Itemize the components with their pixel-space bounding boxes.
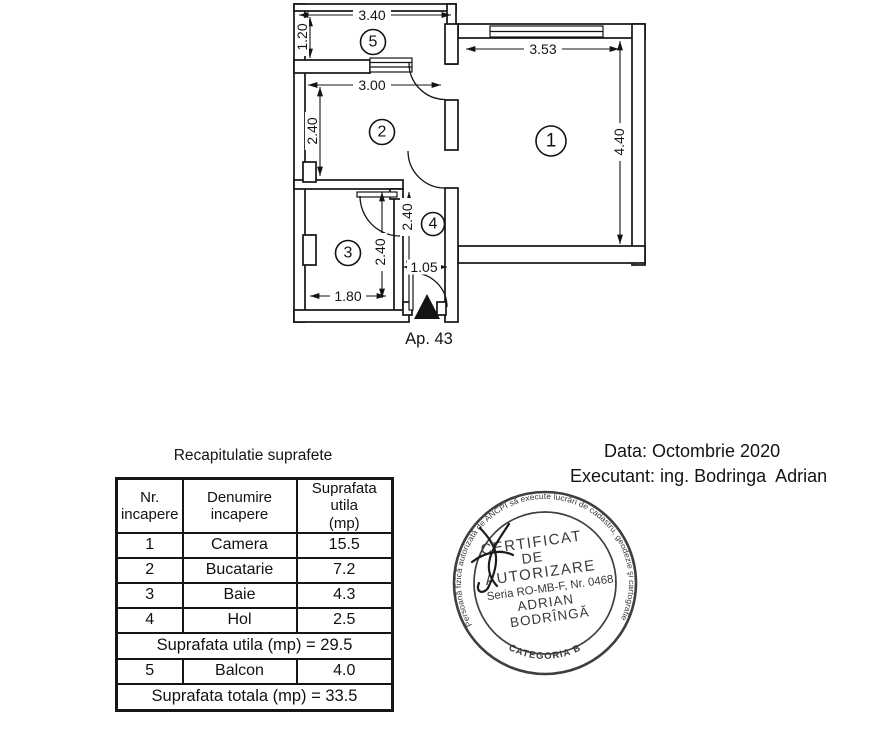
wall-balcony-kitchen xyxy=(293,59,371,74)
doors xyxy=(359,62,448,311)
cell-name: Camera xyxy=(181,531,298,559)
room-number-living: 1 xyxy=(546,131,557,152)
cell-area: 15.5 xyxy=(295,531,394,559)
cell-name: Hol xyxy=(181,606,298,634)
table-row: 3 Baie 4.3 xyxy=(115,581,394,609)
walls xyxy=(293,3,646,323)
entrance-jamb-right xyxy=(436,301,447,316)
table-row: 2 Bucatarie 7.2 xyxy=(115,556,394,584)
cell-area: 7.2 xyxy=(295,556,394,584)
room-number-hall: 4 xyxy=(429,216,438,233)
stamp-category-holder: CATEGORIA B xyxy=(507,642,583,662)
cell-name: Balcon xyxy=(181,657,298,685)
areas-table: Nr. incapere Denumire incapere Suprafata… xyxy=(115,477,394,712)
dim-kitchen-depth: 2.40 xyxy=(304,117,320,144)
room-number-bath: 3 xyxy=(344,245,353,262)
dim-balcony-width: 3.40 xyxy=(358,7,385,23)
room-number-balcony: 5 xyxy=(369,34,378,51)
cell-name: Bucatarie xyxy=(181,556,298,584)
total-cell: Suprafata totala (mp) = 33.5 xyxy=(115,682,394,712)
cell-nr: 2 xyxy=(115,556,184,584)
date-line: Data: Octombrie 2020 xyxy=(604,441,781,461)
bath-wall-niche xyxy=(302,234,317,266)
cell-nr: 3 xyxy=(115,581,184,609)
room-number-kitchen: 2 xyxy=(378,124,387,141)
subtotal-cell: Suprafata utila (mp) = 29.5 xyxy=(115,631,394,660)
table-header-row: Nr. incapere Denumire incapere Suprafata… xyxy=(115,477,394,534)
cell-area: 4.3 xyxy=(295,581,394,609)
floor-plan: 3.40 1.20 3.00 2.40 3.53 4.40 2.40 2.40 xyxy=(293,3,646,348)
stamp-outer-circle xyxy=(452,490,638,676)
cell-nr: 5 xyxy=(115,657,184,685)
executant-line: Executant: ing. Bodringa Adrian xyxy=(570,466,828,486)
cell-nr: 1 xyxy=(115,531,184,559)
dim-bath-depth: 2.40 xyxy=(372,238,388,265)
room-numbers: 1 2 3 4 5 xyxy=(334,28,567,267)
dimension-labels: 3.40 1.20 3.00 2.40 3.53 4.40 2.40 2.40 xyxy=(294,7,627,304)
living-window-icon xyxy=(489,25,604,38)
dim-kitchen-width: 3.00 xyxy=(358,77,385,93)
wall-bottom xyxy=(293,309,410,323)
signature-scribble-icon xyxy=(470,522,515,593)
stamp-center-text: CERTIFICAT DE AUTORIZARE Seria RO-MB-F, … xyxy=(480,528,618,631)
header-nr: Nr. incapere xyxy=(115,477,184,534)
cell-nr: 4 xyxy=(115,606,184,634)
wall-living-bottom xyxy=(457,245,646,264)
header-suprafata: Suprafata utila (mp) xyxy=(295,477,394,534)
kitchen-door-arc-icon xyxy=(407,150,446,189)
balcony-row: 5 Balcon 4.0 xyxy=(115,657,394,685)
dim-bath-width: 1.80 xyxy=(334,288,361,304)
wall-hall-right xyxy=(444,187,459,323)
bath-door-threshold xyxy=(356,191,398,198)
entrance-triangle-icon xyxy=(414,294,440,319)
wall-mid-upper xyxy=(444,23,459,65)
stamp-inner-circle xyxy=(473,511,617,655)
cell-area: 4.0 xyxy=(295,657,394,685)
dim-hall-depth: 2.40 xyxy=(399,203,415,230)
wall-right xyxy=(631,23,646,266)
windows xyxy=(356,25,604,198)
table-row: 4 Hol 2.5 xyxy=(115,606,394,634)
dim-living-depth: 4.40 xyxy=(611,128,627,155)
apartment-label: Ap. 43 xyxy=(405,330,453,348)
stamp-category-text: CATEGORIA B xyxy=(507,642,582,662)
bath-door-arc-icon xyxy=(359,195,401,237)
certification-stamp: Persoană fizică autorizată de ANCPI să e… xyxy=(452,490,638,676)
dim-balcony-depth: 1.20 xyxy=(294,23,310,50)
header-denumire: Denumire incapere xyxy=(181,477,298,534)
table-row: 1 Camera 15.5 xyxy=(115,531,394,559)
entrance-door-leaf-icon xyxy=(408,271,414,311)
cell-name: Baie xyxy=(181,581,298,609)
stamp-title-line2: DE xyxy=(521,548,544,567)
total-row: Suprafata totala (mp) = 33.5 xyxy=(115,682,394,712)
table-title: Recapitulatie suprafete xyxy=(173,447,333,464)
wall-kitchen-bottom xyxy=(293,179,404,190)
balcony-window-icon xyxy=(369,57,413,73)
wall-mid-middle xyxy=(444,99,459,151)
subtotal-row: Suprafata utila (mp) = 29.5 xyxy=(115,631,394,660)
dim-hall-width: 1.05 xyxy=(410,259,437,275)
dim-living-width: 3.53 xyxy=(529,41,556,57)
kitchen-wall-niche xyxy=(302,161,317,183)
balcony-door-arc-icon xyxy=(408,62,446,101)
cell-area: 2.5 xyxy=(295,606,394,634)
